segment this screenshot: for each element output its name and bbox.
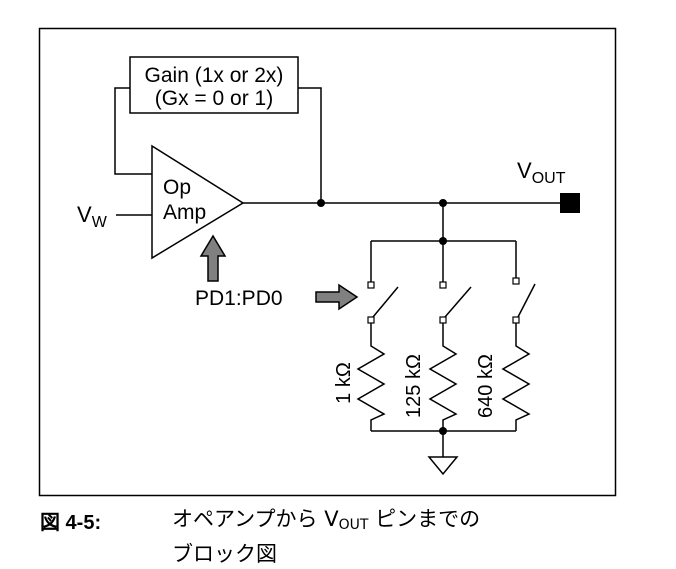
- figure-number: 図 4-5:: [40, 512, 102, 534]
- pd-arrow-right: [315, 283, 359, 311]
- resistor-label-1: 1 kΩ: [333, 362, 355, 404]
- resistor-3: [501, 323, 531, 431]
- gain-label-line1: Gain (1x or 2x): [145, 64, 284, 87]
- feedback-wire-left: [114, 87, 152, 175]
- caption-text-after: ピンまでの: [368, 507, 481, 531]
- gain-label-line2: (Gx = 0 or 1): [155, 87, 273, 110]
- figure-title: オペアンプから VOUT ピンまでの ブロック図: [172, 505, 480, 569]
- resistor-1: [356, 323, 386, 431]
- opamp-block-diagram: Gain (1x or 2x) (Gx = 0 or 1) Op Amp VW …: [38, 27, 617, 497]
- resistor-label-2: 125 kΩ: [403, 354, 425, 418]
- ground-icon: [427, 456, 459, 476]
- vw-label: VW: [77, 202, 108, 231]
- switch-contact: [439, 316, 447, 324]
- caption-line2: ブロック図: [172, 542, 277, 566]
- vout-label: VOUT: [517, 158, 566, 187]
- opamp-triangle: [151, 144, 245, 260]
- opamp-label-line2: Amp: [163, 201, 206, 224]
- switch-blade: [444, 286, 472, 318]
- switch-contact: [367, 316, 375, 324]
- caption-text-before: オペアンプから V: [172, 507, 339, 531]
- figure-caption: 図 4-5: オペアンプから VOUT ピンまでの ブロック図: [40, 500, 670, 566]
- figure-frame: [38, 27, 617, 497]
- opamp-label-line1: Op: [163, 176, 191, 199]
- caption-text-sub: OUT: [338, 517, 369, 533]
- vout-pin: [560, 193, 580, 213]
- switch-contact: [512, 277, 520, 285]
- switch-contact: [367, 281, 375, 289]
- pd-label: PD1:PD0: [195, 287, 283, 310]
- switch-contact: [439, 281, 447, 289]
- resistor-2: [428, 323, 458, 431]
- resistor-label-3: 640 kΩ: [475, 354, 497, 418]
- gain-block: [129, 56, 299, 114]
- switch-blade: [372, 286, 399, 318]
- switch-blade: [517, 283, 536, 318]
- junction-dot: [317, 199, 325, 207]
- pd-arrow-up: [199, 234, 227, 282]
- switch-contact: [512, 316, 520, 324]
- feedback-wire-right: [298, 87, 322, 203]
